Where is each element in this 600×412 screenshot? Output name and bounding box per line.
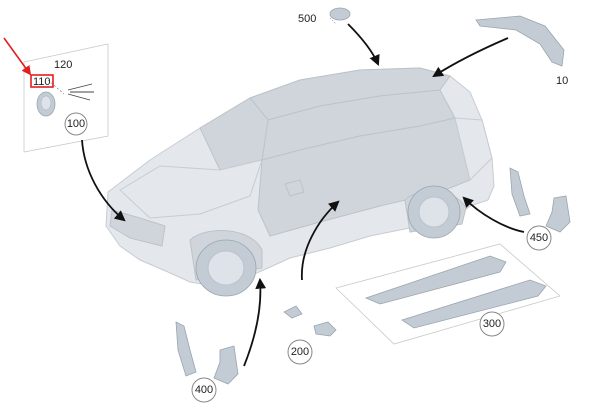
spoiler-part-10: 10 bbox=[475, 15, 568, 87]
red-pointer-arrow bbox=[3, 37, 32, 76]
callout-450: 450 bbox=[530, 232, 548, 244]
arrow-500-to-roof bbox=[347, 23, 380, 66]
clips-part-200: 200 bbox=[283, 305, 337, 365]
callout-400: 400 bbox=[195, 384, 213, 396]
callout-circle-450 bbox=[526, 225, 552, 251]
label-10: 10 bbox=[556, 75, 568, 87]
running-boards-part-300: 300 bbox=[335, 243, 561, 345]
callout-200: 200 bbox=[291, 346, 309, 358]
vehicle-suv bbox=[105, 67, 495, 297]
rear-flaps-part-450: 450 bbox=[509, 167, 571, 251]
callout-300: 300 bbox=[483, 318, 501, 330]
callout-circle-100 bbox=[64, 112, 88, 136]
antenna-part-500: 500 bbox=[298, 7, 351, 25]
callout-circle-200 bbox=[287, 339, 313, 365]
highlight-box-110 bbox=[30, 74, 54, 88]
arrow-200-to-side bbox=[301, 200, 340, 281]
callout-100: 100 bbox=[67, 118, 85, 130]
callout-circle-300 bbox=[479, 311, 505, 337]
label-500: 500 bbox=[298, 13, 316, 25]
clip-part-120 bbox=[67, 83, 94, 101]
detail-panel-100: 120 110 100 bbox=[3, 37, 109, 153]
arrow-400-to-front-wheel bbox=[243, 277, 267, 367]
arrow-100-to-grille bbox=[81, 139, 126, 222]
label-110: 110 bbox=[33, 76, 51, 88]
label-120: 120 bbox=[54, 59, 72, 71]
front-flaps-part-400: 400 bbox=[175, 321, 239, 403]
callout-circle-400 bbox=[191, 377, 217, 403]
arrow-10-to-roof bbox=[432, 37, 509, 78]
arrow-450-to-rear-wheel bbox=[462, 196, 525, 233]
cap-part-110 bbox=[36, 91, 56, 117]
